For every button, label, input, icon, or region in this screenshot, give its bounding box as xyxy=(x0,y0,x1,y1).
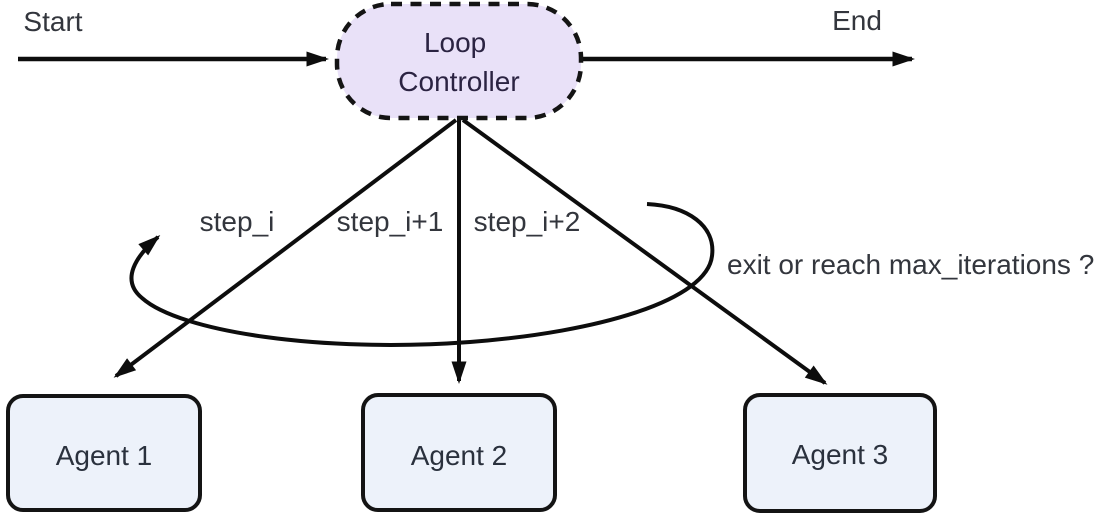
loop-controller-label-line2: Controller xyxy=(398,66,519,97)
loop-controller-shape xyxy=(334,1,584,121)
edge-self-loop-arc xyxy=(129,202,715,347)
edge-label-exit-condition: exit or reach max_iterations ? xyxy=(727,249,1094,280)
agent-2-node: Agent 2 xyxy=(361,393,557,512)
edge-label-step-i+1: step_i+1 xyxy=(337,206,444,237)
agent-3-label: Agent 3 xyxy=(792,439,889,470)
agent-2-label: Agent 2 xyxy=(411,440,508,471)
edge-loop-controller-to-agent-1 xyxy=(113,118,458,378)
loop-controller-label: Loop Controller xyxy=(398,27,519,97)
edge-label-step-i+2: step_i+2 xyxy=(474,206,581,237)
edge-loop-controller-to-agent-3 xyxy=(461,118,828,385)
agent-1-node: Agent 1 xyxy=(6,394,202,512)
start-label: Start xyxy=(23,6,82,37)
loop-controller-label-line1: Loop xyxy=(424,27,486,58)
agent-3-shape xyxy=(743,393,937,513)
agent-1-label: Agent 1 xyxy=(56,440,153,471)
agent-3-node: Agent 3 xyxy=(743,393,937,513)
agent-1-shape xyxy=(6,394,202,512)
end-label: End xyxy=(832,5,882,36)
loop-controller-node: Loop Controller xyxy=(334,1,584,121)
edge-label-step-i: step_i xyxy=(200,206,275,237)
agent-2-shape xyxy=(361,393,557,512)
